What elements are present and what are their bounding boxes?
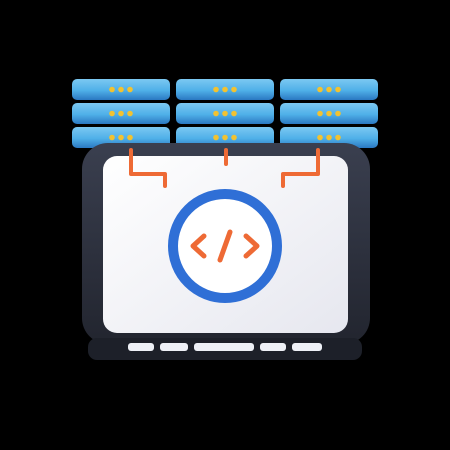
status-led (335, 86, 341, 93)
status-led (109, 110, 115, 117)
status-led (317, 86, 323, 93)
code-icon (190, 229, 260, 263)
status-led (213, 110, 219, 117)
code-badge (168, 189, 282, 303)
status-led (317, 110, 323, 117)
status-led (231, 134, 237, 141)
cable-left (129, 148, 167, 188)
status-led (326, 134, 332, 141)
status-led (326, 86, 332, 93)
status-led (109, 134, 115, 141)
cable-right (281, 148, 320, 188)
status-led (118, 110, 124, 117)
status-led (127, 110, 133, 117)
status-led (231, 86, 237, 93)
status-led (335, 134, 341, 141)
status-led (335, 110, 341, 117)
status-led (118, 134, 124, 141)
server-rack-middle (176, 79, 274, 148)
key (128, 343, 154, 351)
status-led (317, 134, 323, 141)
status-led (213, 86, 219, 93)
key (260, 343, 286, 351)
status-led (127, 86, 133, 93)
status-led (118, 86, 124, 93)
status-led (109, 86, 115, 93)
key (292, 343, 322, 351)
network-cables (129, 148, 320, 188)
status-led (222, 110, 228, 117)
key (194, 343, 254, 351)
keyboard-keys (128, 343, 322, 351)
status-led (222, 134, 228, 141)
status-led (222, 86, 228, 93)
status-led (213, 134, 219, 141)
status-led (127, 134, 133, 141)
server-rack-right (280, 79, 378, 148)
status-led (326, 110, 332, 117)
status-led (231, 110, 237, 117)
key (160, 343, 188, 351)
server-rack-left (72, 79, 170, 148)
